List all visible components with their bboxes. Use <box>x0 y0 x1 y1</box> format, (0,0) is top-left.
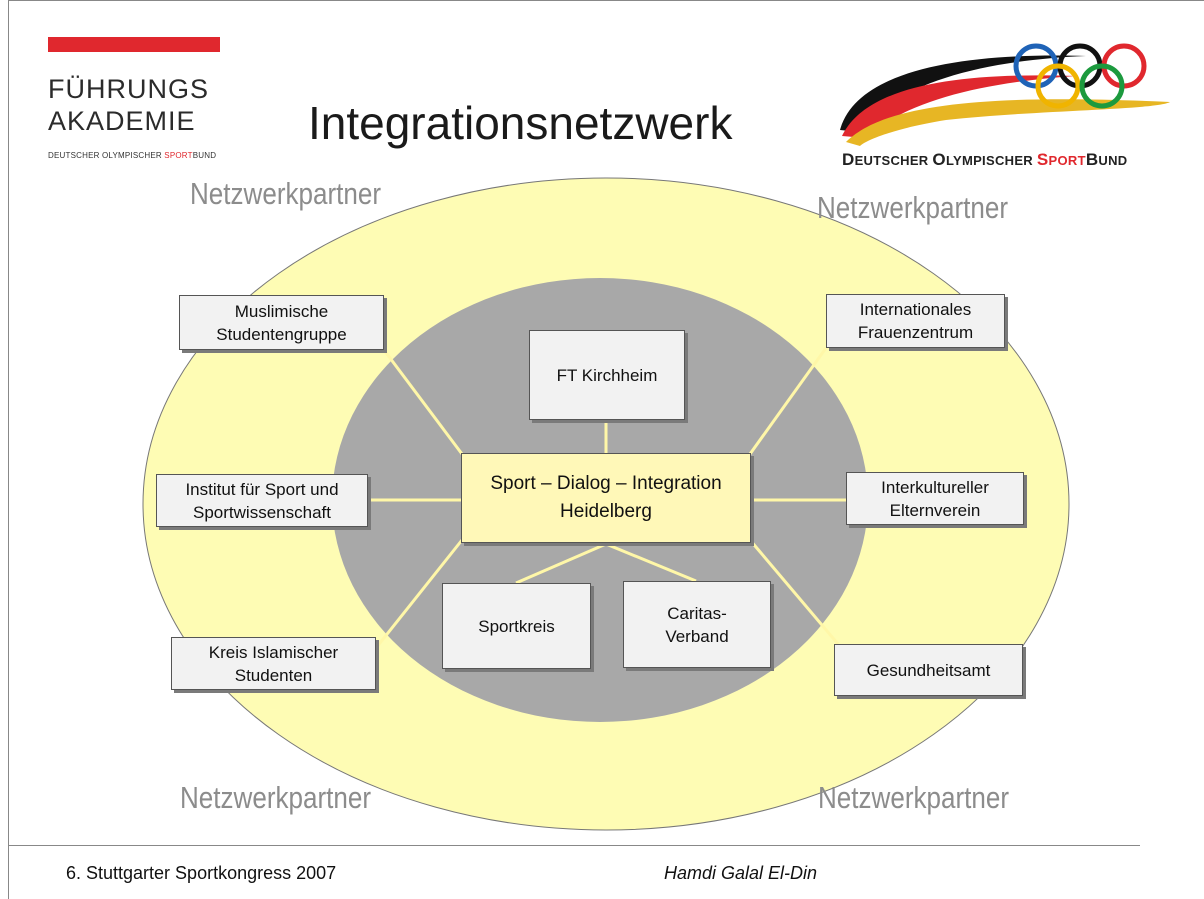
logo-subline-c: BUND <box>192 151 217 160</box>
box-sportkreis-line-1: Sportkreis <box>478 616 555 636</box>
center-line-2: Heidelberg <box>560 501 652 522</box>
box-institut-line-1: Institut für Sport und <box>185 479 339 499</box>
connector-lines <box>368 347 846 649</box>
olympic-rings-icon <box>1013 43 1147 109</box>
logo-red-bar <box>48 37 220 52</box>
box-muslimische-line-1: Muslimische <box>234 301 329 321</box>
footer-divider <box>8 845 1140 846</box>
box-kreis-line-1: Kreis Islamischer <box>208 642 339 662</box>
wordmark-initial-d: D <box>842 150 855 169</box>
box-interkultureller-line-1: Interkultureller <box>881 477 989 497</box>
frame-left-border <box>8 0 9 899</box>
logo-subline-b: SPORT <box>164 151 193 160</box>
corner-label-bottom-right: Netzwerkpartner <box>818 780 1010 815</box>
wordmark-initial-o: O <box>932 150 946 169</box>
connector-sportkreis <box>515 542 607 585</box>
wordmark-part-4: UND <box>1098 153 1128 168</box>
box-internationales-frauenzentrum: Internationales Frauenzentrum <box>826 294 1005 348</box>
connector-internationales <box>748 347 828 455</box>
box-caritas: Caritas- Verband <box>623 581 771 668</box>
center-box: Sport – Dialog – Integration Heidelberg <box>461 453 751 543</box>
logo-line-1: FÜHRUNGS <box>48 74 209 104</box>
box-interkultureller-elternverein: Interkultureller Elternverein <box>846 472 1024 525</box>
connector-caritas <box>605 542 697 583</box>
center-line-1: Sport – Dialog – Integration <box>490 473 722 494</box>
logo-subline-a: DEUTSCHER OLYMPISCHER <box>48 151 165 160</box>
box-ft-line-1: FT Kirchheim <box>556 365 658 385</box>
box-muslimische-studentengruppe: Muslimische Studentengruppe <box>179 295 384 350</box>
box-internationales-line-2: Frauenzentrum <box>857 323 974 342</box>
box-gesundheitsamt-line-1: Gesundheitsamt <box>866 660 991 680</box>
wordmark-initial-b: B <box>1085 150 1099 169</box>
corner-label-top-left: Netzwerkpartner <box>190 176 382 211</box>
box-muslimische-line-2: Studentengruppe <box>216 324 347 344</box>
footer-author: Hamdi Galal El-Din <box>664 863 818 883</box>
box-institut-line-2: Sportwissenschaft <box>193 502 331 522</box>
corner-label-top-right: Netzwerkpartner <box>817 190 1009 225</box>
box-caritas-line-1: Caritas- <box>667 603 727 623</box>
wordmark-part-2: LYMPISCHER <box>945 153 1037 168</box>
logo-swoosh-gold <box>846 99 1170 146</box>
wordmark-part-3: PORT <box>1048 153 1086 168</box>
box-interkultureller-line-2: Elternverein <box>889 500 981 520</box>
box-institut-sport: Institut für Sport und Sportwissenschaft <box>156 474 368 527</box>
dosb-logo <box>840 43 1170 146</box>
box-kreis-line-2: Studenten <box>234 665 313 685</box>
connector-kreis <box>374 539 464 649</box>
frame-top-border <box>8 0 1204 1</box>
wordmark-part-1: EUTSCHER <box>854 153 933 168</box>
box-caritas-line-2: Verband <box>665 626 729 646</box>
wordmark-initial-s: S <box>1036 150 1049 169</box>
box-kreis-islamischer-studenten: Kreis Islamischer Studenten <box>171 637 376 690</box>
logo-line-2: AKADEMIE <box>48 106 196 136</box>
box-sportkreis: Sportkreis <box>442 583 591 669</box>
box-gesundheitsamt: Gesundheitsamt <box>834 644 1023 696</box>
box-ft-kirchheim: FT Kirchheim <box>529 330 685 420</box>
connector-muslimische <box>382 349 464 455</box>
box-internationales-line-1: Internationales <box>859 300 972 319</box>
footer-event: 6. Stuttgarter Sportkongress 2007 <box>66 863 337 883</box>
corner-label-bottom-left: Netzwerkpartner <box>180 780 372 815</box>
connector-gesundheitsamt <box>748 539 840 645</box>
dosb-wordmark: DEUTSCHER OLYMPISCHER SPORTBUND <box>842 150 1128 170</box>
page-title: Integrationsnetzwerk <box>308 97 733 149</box>
logo-subline: DEUTSCHER OLYMPISCHER SPORTBUND <box>48 151 216 160</box>
